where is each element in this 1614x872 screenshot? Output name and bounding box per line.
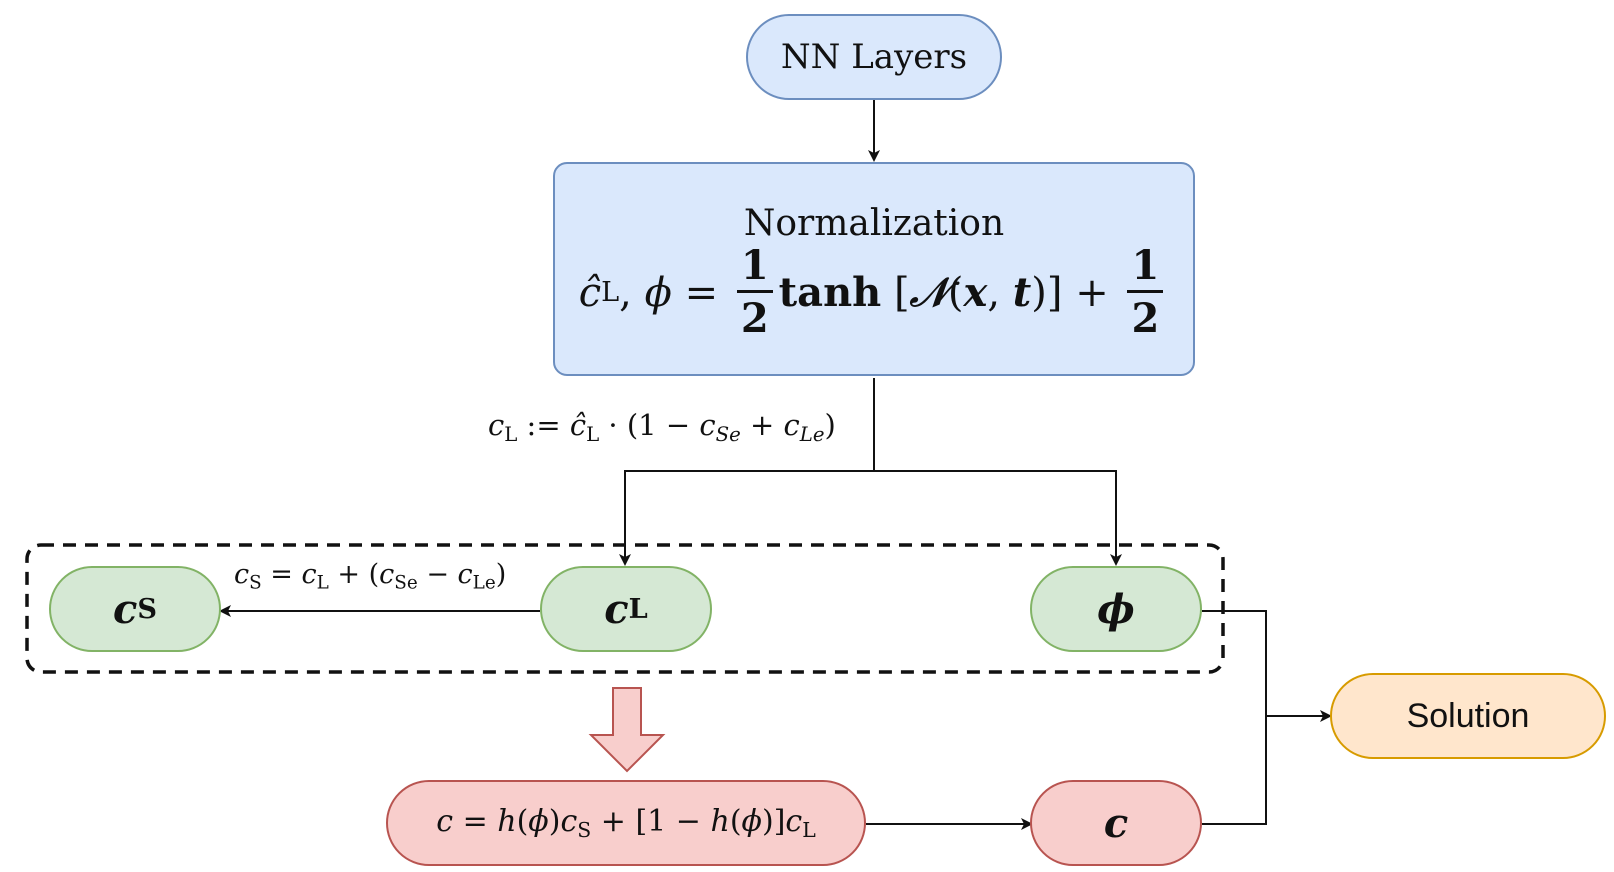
- dashed-group-box: [25, 543, 1225, 674]
- formula-phi: ϕ: [644, 269, 672, 316]
- edge-c-to-solution: [1202, 716, 1267, 825]
- fraction-den-1: 2: [740, 295, 769, 342]
- cl-def-sub-le: Le: [799, 422, 825, 446]
- nn-layers-node: NN Layers: [746, 14, 1002, 100]
- mix-p1: (: [516, 803, 529, 839]
- block-arrow-down: [588, 687, 666, 773]
- fraction-num-1: 1: [736, 246, 773, 293]
- cl-def-chat: ĉ: [569, 408, 587, 442]
- cl-def-sub-l2: L: [586, 422, 600, 446]
- formula-comma2: ,: [987, 269, 1013, 316]
- solution-node: Solution: [1330, 673, 1606, 759]
- mix-c: c: [436, 803, 454, 839]
- fraction-half-2: 1 2: [1127, 246, 1164, 342]
- mix-h: h: [497, 803, 517, 839]
- mix-eq: =: [453, 803, 498, 839]
- cl-def-assign: :=: [517, 408, 570, 442]
- nn-layers-label: NN Layers: [780, 37, 968, 77]
- formula-lbr: [: [881, 269, 910, 316]
- cs-var: c: [113, 585, 138, 633]
- mix-p4: )]: [761, 803, 786, 839]
- solution-label: Solution: [1406, 696, 1530, 735]
- cl-definition-label: cL := ĉL · (1 − cSe + cLe): [488, 408, 836, 446]
- cs-def-c3: c: [379, 559, 395, 590]
- phi-node: ϕ: [1030, 566, 1202, 652]
- formula-eq: =: [671, 269, 731, 316]
- formula-chat: ĉ: [578, 269, 602, 316]
- mix-c2: c: [560, 803, 578, 839]
- mix-mid: + [1 −: [591, 803, 711, 839]
- formula-t: t: [1012, 269, 1032, 316]
- cs-def-c2: c: [301, 559, 317, 590]
- formula-tanh: tanh: [778, 269, 882, 316]
- c-node: c: [1030, 780, 1202, 866]
- cl-def-c: c: [488, 408, 505, 442]
- arrow-normalization-to-phi: [874, 470, 1122, 566]
- fraction-den-2: 2: [1131, 295, 1160, 342]
- formula-calN: 𝒩: [909, 269, 948, 316]
- arrow-normalization-to-cl: [619, 470, 874, 566]
- formula-x: x: [963, 269, 988, 316]
- mix-phi2: ϕ: [741, 803, 762, 839]
- mix-sub-l: L: [802, 818, 816, 843]
- cs-var-sub: S: [137, 593, 157, 625]
- formula-comma: ,: [619, 269, 645, 316]
- formula-rparen: ): [1031, 269, 1047, 316]
- cl-def-close: ): [824, 408, 836, 442]
- cs-def-sub-l: L: [316, 572, 329, 594]
- cs-def-minus: −: [417, 559, 458, 590]
- cs-def-sub-le: Le: [472, 572, 496, 594]
- phi-var: ϕ: [1097, 585, 1135, 633]
- edge-phi-to-solution: [1202, 610, 1267, 716]
- cs-def-sub-se: Se: [394, 572, 418, 594]
- cl-var-sub: L: [628, 593, 648, 625]
- cs-def-eq: =: [261, 559, 302, 590]
- cl-def-c3: c: [783, 408, 800, 442]
- cs-def-c4: c: [457, 559, 473, 590]
- cs-definition-label: cS = cL + (cSe − cLe): [234, 559, 506, 594]
- mix-p3: (: [729, 803, 742, 839]
- mix-sub-s: S: [577, 818, 592, 843]
- mix-h2: h: [710, 803, 730, 839]
- cl-var: c: [604, 585, 629, 633]
- formula-lparen: (: [947, 269, 964, 316]
- c-var: c: [1103, 799, 1129, 847]
- cl-def-c2: c: [699, 408, 716, 442]
- cs-def-c: c: [234, 559, 250, 590]
- cl-def-sub-l: L: [504, 422, 518, 446]
- mix-phi: ϕ: [528, 803, 549, 839]
- cs-def-sub-s: S: [249, 572, 262, 594]
- mix-p2: ): [548, 803, 561, 839]
- cl-def-sub-se: Se: [715, 422, 741, 446]
- mix-c3: c: [785, 803, 803, 839]
- formula-rbr: ] +: [1046, 269, 1122, 316]
- fraction-half-1: 1 2: [736, 246, 773, 342]
- cs-def-close: ): [495, 559, 507, 590]
- normalization-title: Normalization: [743, 203, 1005, 244]
- cs-def-mid: + (: [328, 559, 380, 590]
- formula-sub-l: L: [601, 277, 620, 308]
- cl-def-rest: · (1 −: [599, 408, 700, 442]
- cl-def-plus: +: [740, 408, 784, 442]
- mixing-formula-node: c = h(ϕ)cS + [1 − h(ϕ)]cL: [386, 780, 866, 866]
- fraction-num-2: 1: [1127, 246, 1164, 293]
